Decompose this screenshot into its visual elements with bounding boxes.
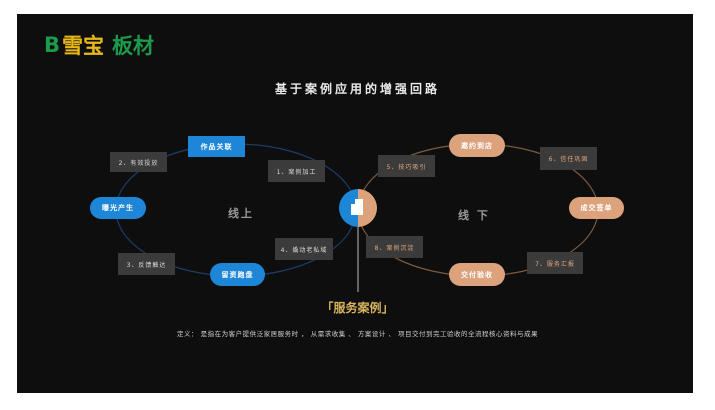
center-circle-right xyxy=(358,189,377,227)
logo-product: 板材 xyxy=(112,34,155,58)
definition-text: 定义： 是指在为客户提供泛家居服务时 ， 从需求收集 、 方案设计 、 项目交付… xyxy=(177,330,538,338)
step-4: 4、撬动老私域 xyxy=(275,238,333,260)
node-online-0: 作品关联 xyxy=(188,136,245,157)
node-offline-0: 邀约到店 xyxy=(449,134,505,157)
step-8: 8、案例沉淀 xyxy=(366,236,423,258)
step-7: 7、服务汇报 xyxy=(527,252,583,274)
node-offline-2: 交付验收 xyxy=(449,263,505,286)
logo-brand: 雪宝 xyxy=(62,34,105,58)
offline-label: 线 下 xyxy=(458,209,490,222)
service-case-title: 「服务案例」 xyxy=(321,301,394,315)
logo-mark: B xyxy=(44,33,61,57)
step-2: 2、有效投放 xyxy=(110,152,167,172)
center-circle-left xyxy=(339,189,358,227)
brand-logo: B 雪宝 板材 xyxy=(44,30,154,60)
node-online-2: 留资跑盘 xyxy=(210,263,265,286)
step-5: 5、技巧吸引 xyxy=(378,155,435,177)
step-3: 3、反馈触达 xyxy=(118,253,175,275)
online-label: 线上 xyxy=(228,207,254,220)
page-title: 基于案例应用的增强回路 xyxy=(274,82,440,96)
node-online-1: 曝光产生 xyxy=(90,197,146,219)
node-offline-1: 成交签单 xyxy=(569,197,624,219)
step-6: 6、信任巩固 xyxy=(540,147,597,170)
step-1: 1、案例加工 xyxy=(268,160,325,182)
